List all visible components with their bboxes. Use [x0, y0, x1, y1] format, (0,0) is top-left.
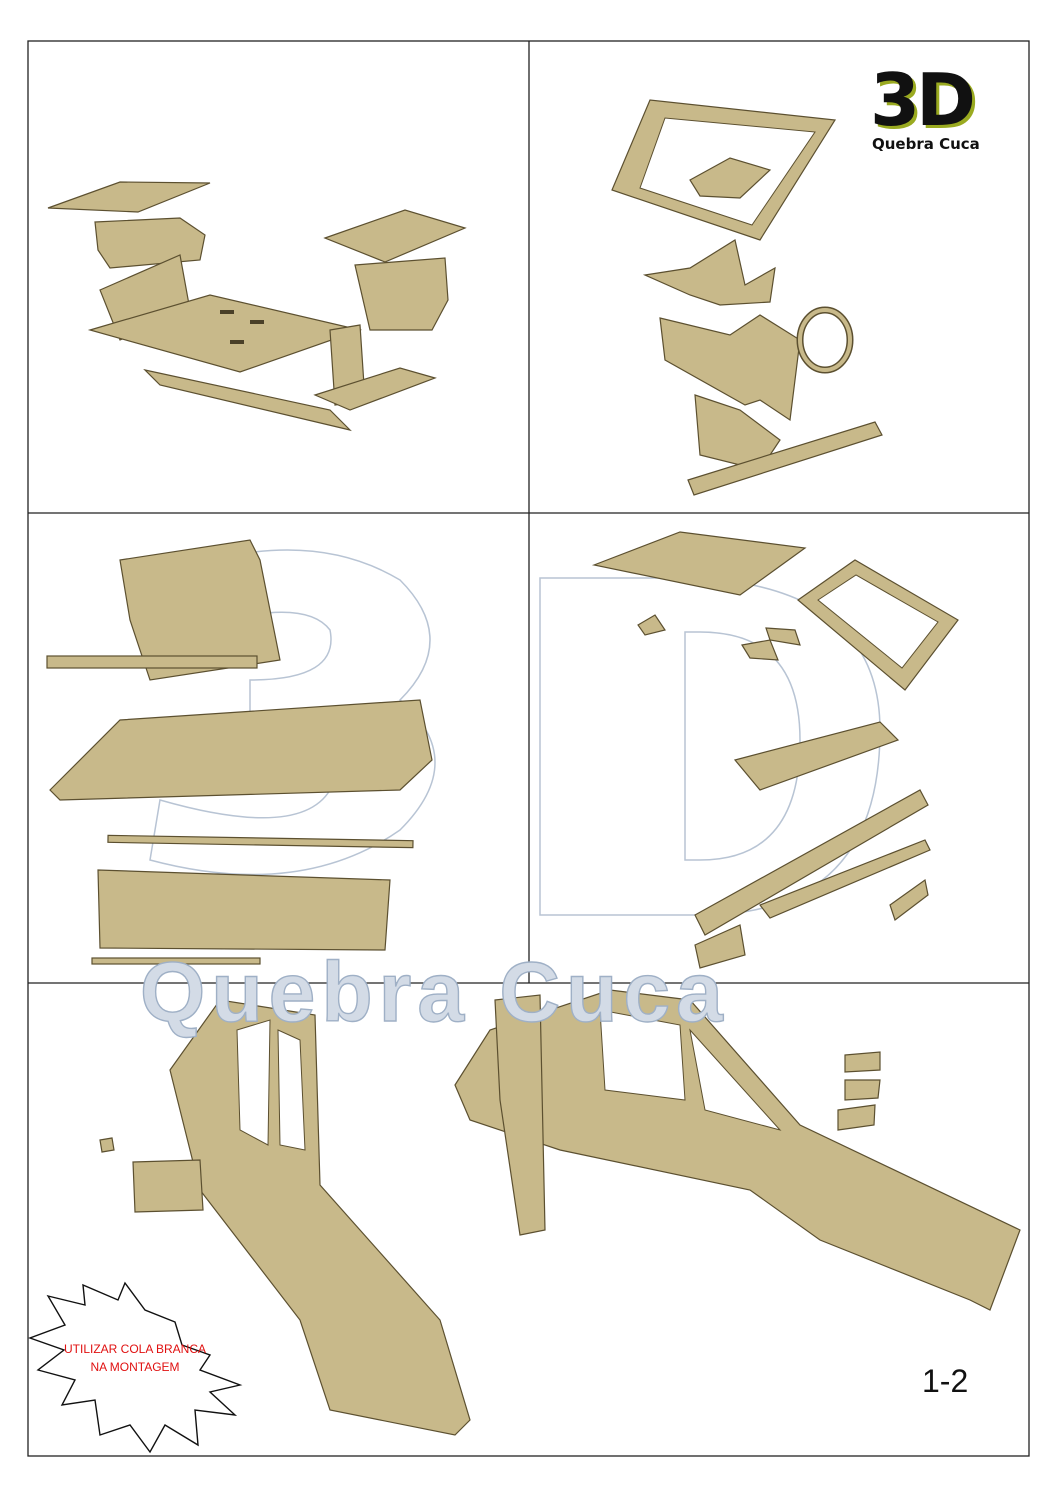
rail-block	[889, 878, 929, 921]
seat-back-top	[47, 181, 211, 213]
clip-3	[765, 627, 801, 646]
car-side-left	[169, 999, 471, 1436]
rail-ends	[694, 924, 746, 969]
roof-bars	[733, 721, 900, 791]
dashboard-body	[659, 314, 801, 422]
watermark-text: Quebra Cuca	[139, 945, 729, 1039]
clip-2	[741, 639, 779, 661]
seat-back-left	[94, 217, 206, 269]
small-block	[132, 1159, 204, 1213]
logo-subtitle: Quebra Cuca	[872, 135, 980, 153]
block-2	[844, 1079, 881, 1101]
rib-rail	[107, 834, 414, 849]
ribs-long	[49, 699, 433, 801]
warning-text: UTILIZAR COLA BRANCA NA MONTAGEM	[55, 1340, 215, 1376]
clip-left	[99, 1137, 115, 1153]
block-1	[844, 1051, 881, 1073]
panel-car-sides	[99, 989, 1021, 1436]
side-rail-short	[759, 839, 931, 919]
panel-seats	[47, 181, 467, 432]
seat-back-right	[354, 257, 449, 331]
floor-board	[591, 531, 807, 596]
warning-line-2: NA MONTAGEM	[90, 1360, 180, 1374]
ribs-roof	[46, 539, 281, 681]
dash-piece	[689, 157, 772, 199]
logo-mark: 3D	[870, 58, 976, 142]
panel-dashboard	[611, 99, 883, 496]
seat-base-right	[313, 367, 437, 411]
block-3	[837, 1104, 876, 1131]
page-number: 1-2	[922, 1363, 969, 1399]
floor-beam	[687, 421, 883, 496]
car-side-right	[454, 989, 1021, 1311]
warning-starburst	[27, 1281, 243, 1454]
clip-1	[637, 614, 666, 636]
dash-brackets	[642, 239, 776, 306]
seat-back-top-right	[323, 209, 467, 263]
panel-body-ribs	[46, 539, 433, 965]
pillar	[494, 994, 546, 1236]
warning-line-1: UTILIZAR COLA BRANCA	[63, 1342, 207, 1356]
side-rail-long	[694, 789, 929, 936]
panel-floor	[591, 531, 959, 969]
ribs-floor	[91, 869, 391, 965]
seat-rail	[143, 368, 352, 432]
